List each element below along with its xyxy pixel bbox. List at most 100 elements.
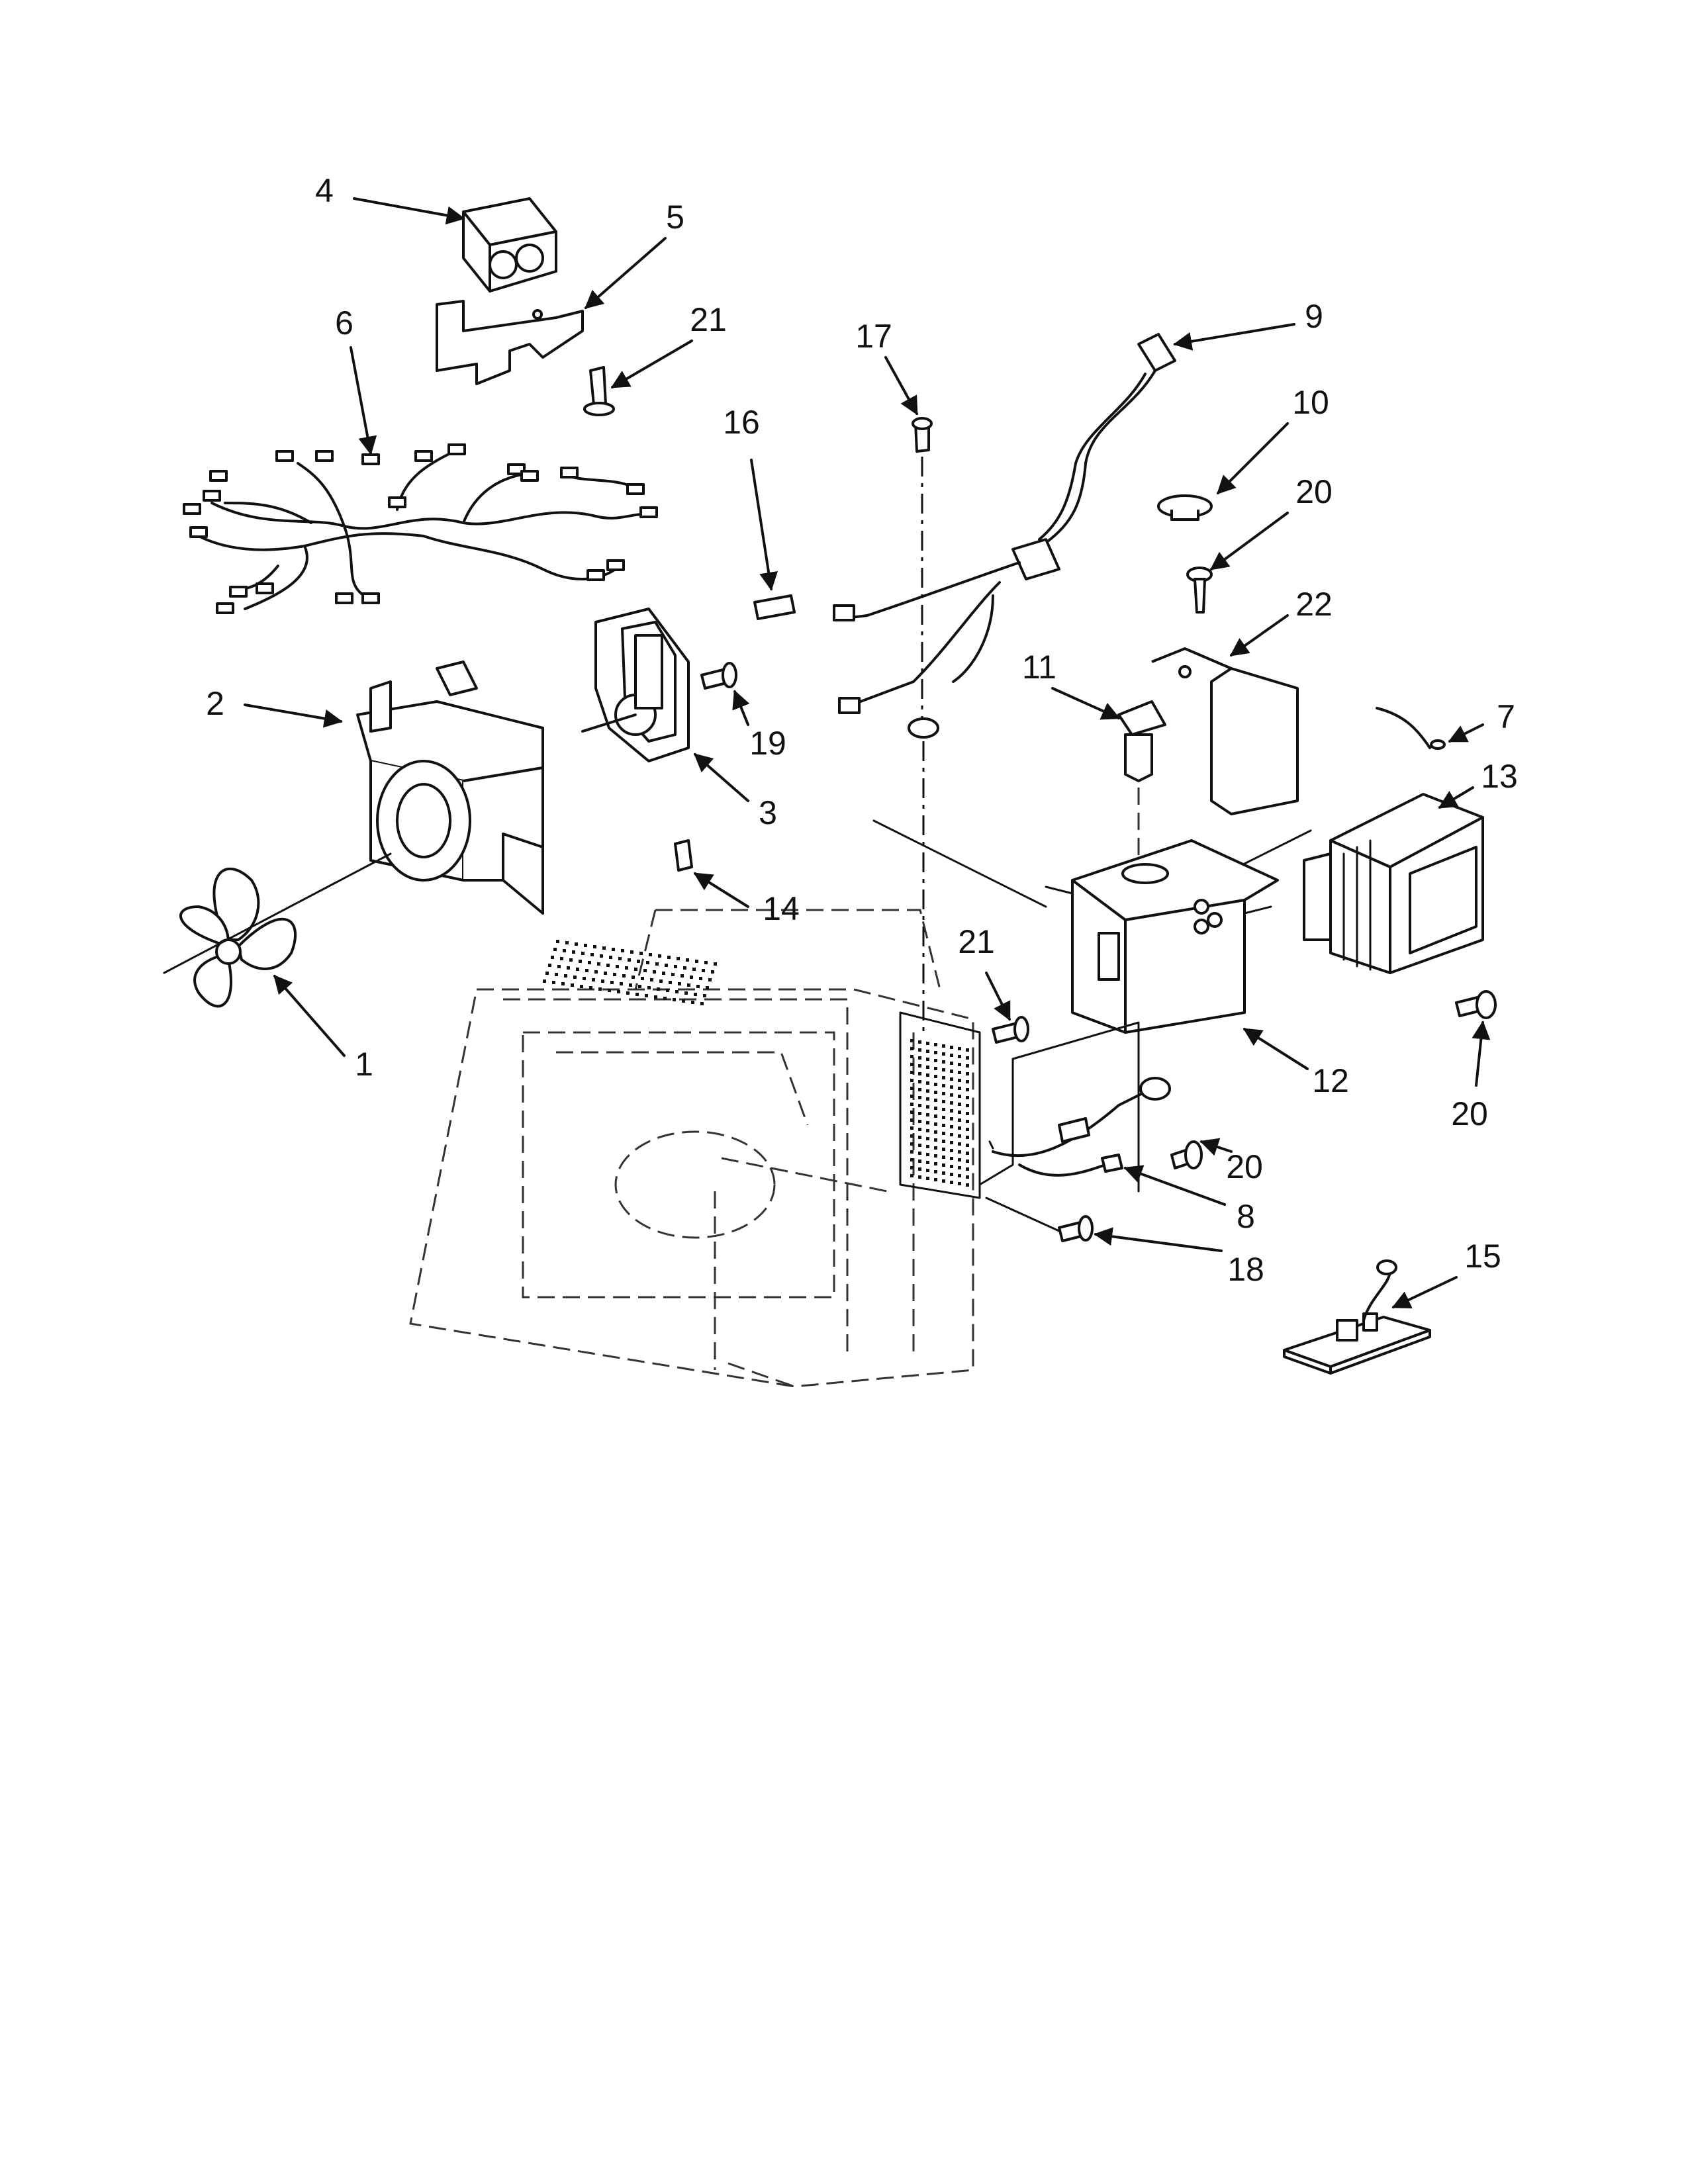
vent-hole xyxy=(910,1158,914,1161)
vent-hole xyxy=(655,962,659,966)
callout-17: 17 xyxy=(855,318,892,355)
vent-hole xyxy=(918,1096,921,1099)
vent-hole xyxy=(966,1088,969,1091)
vent-hole xyxy=(654,995,657,999)
vent-hole xyxy=(601,979,604,983)
vent-hole xyxy=(950,1133,953,1136)
callout-20-ground: 20 xyxy=(1226,1148,1263,1185)
capacitor xyxy=(462,197,557,293)
callout-8: 8 xyxy=(1237,1198,1255,1235)
vent-hole xyxy=(950,1125,953,1128)
vent-hole xyxy=(950,1054,953,1057)
vent-hole xyxy=(926,1153,929,1156)
vent-hole xyxy=(552,981,555,984)
vent-hole xyxy=(580,985,583,988)
vent-hole xyxy=(966,1144,969,1147)
vent-hole xyxy=(918,1088,921,1091)
vent-hole xyxy=(934,1154,937,1158)
vent-hole xyxy=(674,965,677,968)
transformer xyxy=(1303,793,1484,974)
callout-3: 3 xyxy=(759,794,777,831)
vent-hole xyxy=(942,1068,945,1071)
fan-motor-bracket xyxy=(356,660,544,915)
vent-hole xyxy=(958,1055,961,1058)
vent-hole xyxy=(678,982,681,985)
vent-hole xyxy=(950,1077,953,1081)
screw-21-top xyxy=(583,366,615,416)
vent-hole xyxy=(608,989,611,992)
vent-hole xyxy=(545,972,549,975)
vent-hole xyxy=(958,1087,961,1090)
vent-hole xyxy=(926,1169,929,1172)
vent-hole xyxy=(950,1173,953,1176)
vent-hole xyxy=(625,966,628,970)
screw-21-mid xyxy=(992,1016,1029,1044)
vent-hole xyxy=(646,961,649,964)
vent-hole xyxy=(926,1066,929,1069)
vent-hole xyxy=(629,983,632,987)
vent-hole xyxy=(926,1081,929,1085)
vent-hole xyxy=(926,1050,929,1053)
vent-hole xyxy=(576,968,579,971)
vent-hole xyxy=(918,1104,921,1107)
wire-connector xyxy=(414,450,433,462)
vent-hole xyxy=(950,1101,953,1105)
vent-hole xyxy=(958,1118,961,1122)
vent-hole xyxy=(910,1150,914,1154)
vent-hole xyxy=(926,1097,929,1101)
vent-hole xyxy=(966,1152,969,1155)
vent-hole xyxy=(711,970,714,974)
vent-hole xyxy=(942,1124,945,1127)
wire-connector xyxy=(335,592,353,604)
vent-hole xyxy=(934,1051,937,1054)
callout-14: 14 xyxy=(763,890,800,927)
vent-hole xyxy=(934,1146,937,1150)
vent-hole xyxy=(934,1122,937,1126)
vent-hole xyxy=(662,972,665,975)
vent-hole xyxy=(910,1055,914,1058)
vent-hole xyxy=(958,1071,961,1074)
vent-hole xyxy=(958,1063,961,1066)
vent-hole xyxy=(702,969,705,972)
wire-connector xyxy=(388,496,406,508)
vent-hole xyxy=(934,1115,937,1118)
vent-hole xyxy=(910,1071,914,1074)
vent-hole xyxy=(600,954,603,958)
vent-hole xyxy=(686,958,689,962)
vent-hole xyxy=(632,976,635,979)
vent-hole xyxy=(934,1130,937,1134)
vent-hole xyxy=(691,1001,694,1004)
vent-hole xyxy=(551,956,554,959)
vent-hole xyxy=(682,999,685,1003)
vent-hole xyxy=(942,1148,945,1151)
vent-hole xyxy=(950,1117,953,1120)
vent-hole xyxy=(572,950,575,954)
vent-hole xyxy=(653,970,656,974)
vent-hole xyxy=(926,1073,929,1077)
vent-hole xyxy=(918,1136,921,1139)
vent-hole xyxy=(543,979,546,983)
vent-hole xyxy=(671,973,675,976)
vent-hole xyxy=(966,1096,969,1099)
vent-hole xyxy=(910,1142,914,1146)
vent-hole xyxy=(918,1048,921,1052)
callout-7: 7 xyxy=(1497,698,1515,735)
vent-hole xyxy=(926,1058,929,1061)
vent-hole xyxy=(926,1129,929,1132)
vent-hole xyxy=(958,1134,961,1138)
power-cord xyxy=(833,333,1176,714)
vent-hole xyxy=(950,1062,953,1065)
vent-hole xyxy=(610,981,614,984)
vent-hole xyxy=(926,1113,929,1116)
vent-hole xyxy=(958,1047,961,1050)
vent-hole xyxy=(966,1112,969,1115)
vent-hole xyxy=(958,1150,961,1154)
fuse xyxy=(753,594,796,620)
vent-panel xyxy=(899,1011,981,1199)
callout-12: 12 xyxy=(1312,1062,1349,1099)
callout-16: 16 xyxy=(723,404,760,441)
callout-6: 6 xyxy=(335,304,353,341)
ground-screw-17 xyxy=(908,417,939,1032)
vent-hole xyxy=(695,960,698,963)
